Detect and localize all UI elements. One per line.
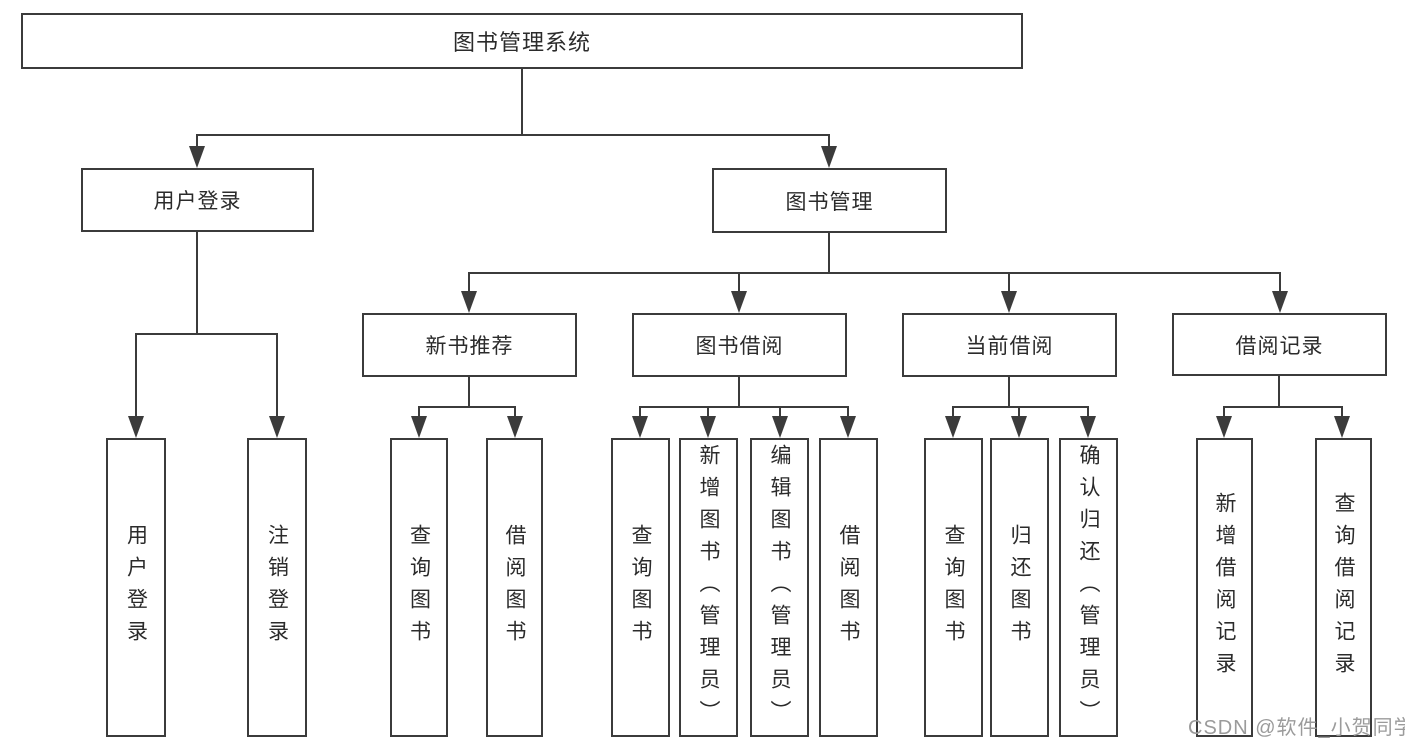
leaf-add-borrow-record: 新增借阅记录: [1196, 438, 1253, 737]
connector-book-management-shaft: [828, 134, 830, 150]
arrow-down-icon: [128, 416, 144, 438]
arrow-down-icon: [189, 146, 205, 168]
connector-leaf-shaft: [418, 406, 420, 418]
connector-leaf-shaft: [707, 406, 709, 418]
connector-recommend-crossbar: [418, 406, 516, 408]
connector-leaf-shaft: [952, 406, 954, 418]
connector-leaf-shaft: [1341, 406, 1343, 418]
arrow-down-icon: [1216, 416, 1232, 438]
arrow-down-icon: [731, 291, 747, 313]
arrow-down-icon: [632, 416, 648, 438]
leaf-user-login: 用户登录: [106, 438, 166, 737]
arrow-down-icon: [700, 416, 716, 438]
arrow-down-icon: [821, 146, 837, 168]
arrow-down-icon: [772, 416, 788, 438]
connector-leaf-shaft: [514, 406, 516, 418]
leaf-add-books-admin: 新增图书（管理员）: [679, 438, 738, 737]
connector-borrow-crossbar: [639, 406, 849, 408]
connector-user-login-crossbar: [135, 333, 278, 335]
connector-borrow-stem: [738, 377, 740, 408]
connector-root-stem: [521, 68, 523, 135]
leaf-query-borrow-record: 查询借阅记录: [1315, 438, 1372, 737]
connector-recommend-stem: [468, 377, 470, 408]
connector-borrow-shaft: [738, 272, 740, 293]
arrow-down-icon: [1011, 416, 1027, 438]
connector-logout-leaf-shaft: [276, 333, 278, 420]
connector-current-crossbar: [952, 406, 1089, 408]
arrow-down-icon: [1001, 291, 1017, 313]
connector-login-leaf-shaft: [135, 333, 137, 420]
node-new-book-recommendation: 新书推荐: [362, 313, 577, 377]
leaf-return-books: 归还图书: [990, 438, 1049, 737]
connector-user-login-shaft: [196, 134, 198, 150]
arrow-down-icon: [1334, 416, 1350, 438]
leaf-query-books: 查询图书: [390, 438, 448, 737]
arrow-down-icon: [1272, 291, 1288, 313]
connector-records-crossbar: [1223, 406, 1343, 408]
arrow-down-icon: [411, 416, 427, 438]
arrow-down-icon: [269, 416, 285, 438]
node-library-management-system: 图书管理系统: [21, 13, 1023, 69]
leaf-logout: 注销登录: [247, 438, 307, 737]
csdn-watermark: CSDN @软件_小贺同学: [1188, 717, 1405, 739]
connector-leaf-shaft: [1223, 406, 1225, 418]
node-current-borrowing: 当前借阅: [902, 313, 1117, 377]
node-user-login: 用户登录: [81, 168, 314, 232]
arrow-down-icon: [507, 416, 523, 438]
connector-records-shaft: [1279, 272, 1281, 293]
connector-leaf-shaft: [847, 406, 849, 418]
connector-records-stem: [1278, 376, 1280, 408]
connector-book-management-crossbar: [468, 272, 1281, 274]
connector-leaf-shaft: [1018, 406, 1020, 418]
arrow-down-icon: [461, 291, 477, 313]
connector-recommend-shaft: [468, 272, 470, 293]
connector-root-crossbar: [196, 134, 830, 136]
node-book-management: 图书管理: [712, 168, 947, 233]
arrow-down-icon: [1080, 416, 1096, 438]
leaf-borrow-books: 借阅图书: [819, 438, 878, 737]
leaf-edit-books-admin: 编辑图书（管理员）: [750, 438, 809, 737]
leaf-confirm-return-admin: 确认归还（管理员）: [1059, 438, 1118, 737]
arrow-down-icon: [945, 416, 961, 438]
connector-current-shaft: [1008, 272, 1010, 293]
leaf-borrow-books: 借阅图书: [486, 438, 543, 737]
connector-leaf-shaft: [639, 406, 641, 418]
connector-leaf-shaft: [779, 406, 781, 418]
leaf-query-books: 查询图书: [924, 438, 983, 737]
node-book-borrowing: 图书借阅: [632, 313, 847, 377]
connector-current-stem: [1008, 377, 1010, 408]
leaf-query-books: 查询图书: [611, 438, 670, 737]
connector-user-login-stem: [196, 232, 198, 335]
node-borrowing-records: 借阅记录: [1172, 313, 1387, 376]
connector-leaf-shaft: [1087, 406, 1089, 418]
arrow-down-icon: [840, 416, 856, 438]
connector-book-management-stem: [828, 233, 830, 274]
